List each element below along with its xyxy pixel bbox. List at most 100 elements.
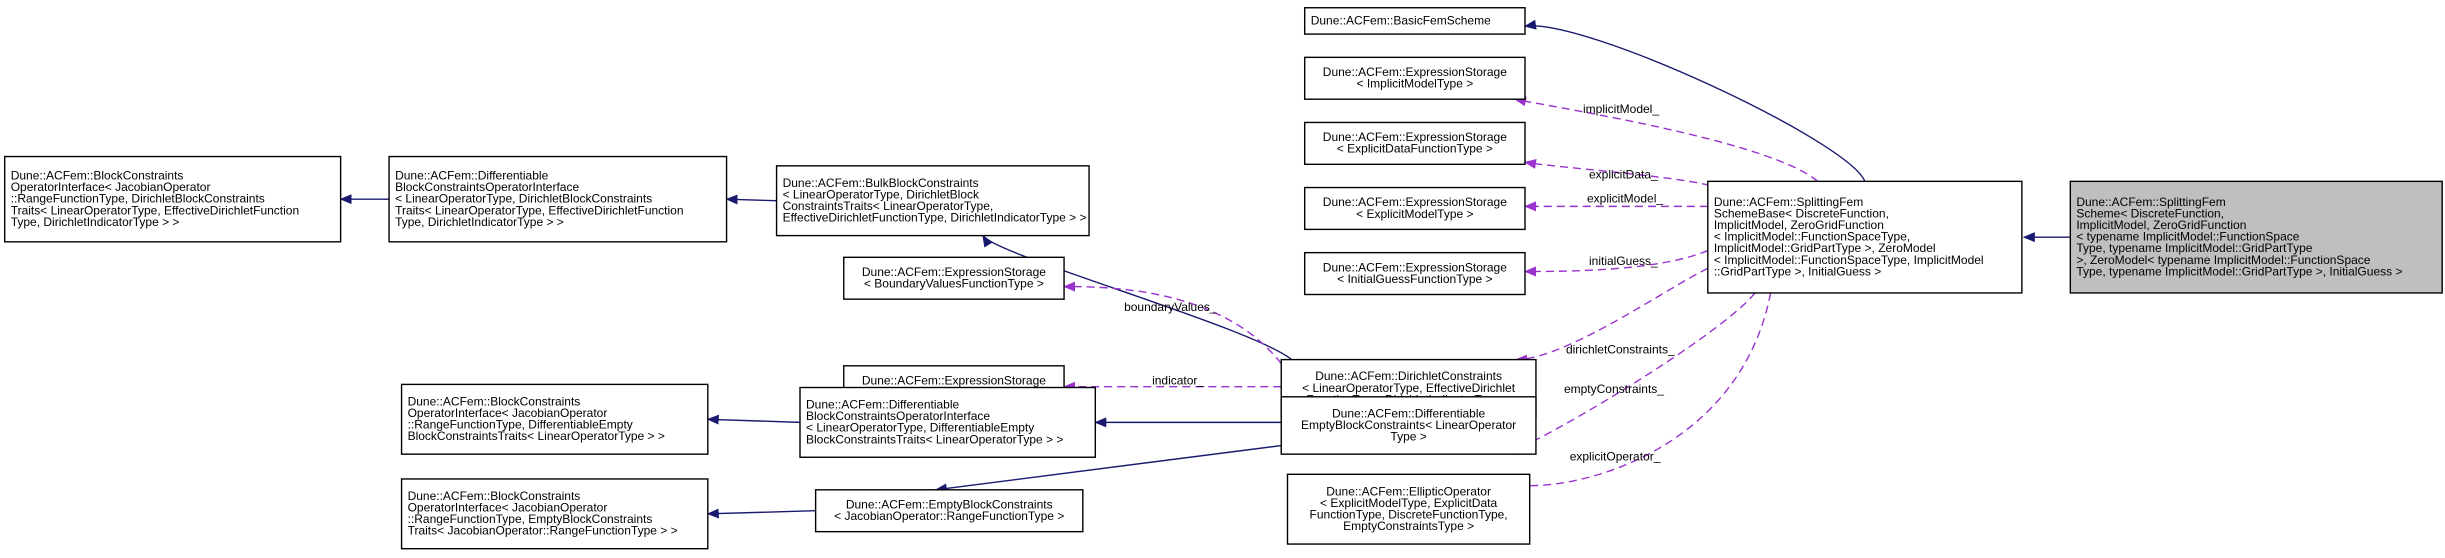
node-label-line: ImplicitModel, ZeroGridFunction bbox=[2076, 218, 2246, 232]
class-node-block-constraints-op-iface-diff-empty[interactable]: Dune::ACFem::BlockConstraintsOperatorInt… bbox=[400, 383, 709, 455]
node-label-line: Type, typename ImplicitModel::GridPartTy… bbox=[2076, 241, 2312, 255]
edge-label-initial-guess: initialGuess_ bbox=[1589, 254, 1658, 268]
class-node-expr-storage-explicit-model[interactable]: Dune::ACFem::ExpressionStorage< Explicit… bbox=[1303, 186, 1526, 231]
node-label-line: < LinearOperatorType, DirichletBlock bbox=[783, 187, 980, 201]
edge-label-indicator: indicator_ bbox=[1152, 374, 1204, 388]
node-label-line: SchemeBase< DiscreteFunction, bbox=[1714, 206, 1889, 220]
edge-inherit-bulk-to-diffiface bbox=[725, 194, 777, 205]
node-box bbox=[1707, 180, 2023, 294]
edge-label-dirichlet-constraints: dirichletConstraints_ bbox=[1566, 343, 1675, 357]
node-box bbox=[1303, 251, 1526, 296]
node-label-line: EmptyConstraintsType > bbox=[1343, 519, 1474, 533]
node-label-line: ::GridPartType >, InitialGuess > bbox=[1714, 264, 1881, 278]
class-node-diff-block-constraints-op-iface-dirichlet[interactable]: Dune::ACFem::DifferentiableBlockConstrai… bbox=[388, 155, 728, 243]
edge-usage-dirichlet-constraints bbox=[1514, 267, 1709, 365]
node-label-line: OperatorInterface< JacobianOperator bbox=[11, 180, 211, 194]
edge-label-implicit-model: implicitModel_ bbox=[1583, 102, 1659, 116]
class-node-block-constraints-op-iface-dirichlet[interactable]: Dune::ACFem::BlockConstraintsOperatorInt… bbox=[3, 155, 342, 243]
edge-inherit-diffempty-to-emptyblock bbox=[934, 444, 1282, 494]
edge-label-explicit-operator: explicitOperator_ bbox=[1570, 449, 1661, 463]
node-box bbox=[1303, 56, 1526, 100]
node-label-line: Dune::ACFem::EmptyBlockConstraints bbox=[846, 497, 1053, 511]
node-label-line: Type, DirichletIndicatorType > > bbox=[11, 215, 180, 229]
class-node-empty-block-constraints[interactable]: Dune::ACFem::EmptyBlockConstraints< Jaco… bbox=[814, 489, 1084, 533]
node-box bbox=[1280, 396, 1537, 455]
node-box bbox=[3, 155, 342, 243]
class-node-expr-storage-implicit-model[interactable]: Dune::ACFem::ExpressionStorage< Implicit… bbox=[1303, 56, 1526, 100]
node-label-line: ImplicitModel::GridPartType >, ZeroModel bbox=[1714, 241, 1936, 255]
node-label-line: EmptyBlockConstraints< LinearOperator bbox=[1301, 418, 1516, 432]
edge-inherit-emptyblock-to-iface bbox=[706, 508, 816, 519]
node-box bbox=[400, 478, 709, 550]
node-label-line: < ImplicitModel::FunctionSpaceType, Impl… bbox=[1714, 253, 1984, 267]
node-label-line: Dune::ACFem::Differentiable bbox=[806, 397, 960, 411]
node-label-line: Dune::ACFem::ExpressionStorage bbox=[862, 373, 1046, 387]
node-label-line: < BoundaryValuesFunctionType > bbox=[864, 277, 1044, 291]
node-label-line: Dune::ACFem::ExpressionStorage bbox=[1323, 195, 1507, 209]
node-label-line: Dune::ACFem::ExpressionStorage bbox=[1323, 260, 1507, 274]
node-box bbox=[388, 155, 728, 243]
node-box bbox=[2069, 180, 2443, 294]
edge-inherit-diffiface-empty-to-iface bbox=[706, 414, 801, 425]
node-label-line: OperatorInterface< JacobianOperator bbox=[408, 501, 608, 515]
node-label-line: Dune::ACFem::BasicFemScheme bbox=[1311, 13, 1491, 27]
node-label-line: ::RangeFunctionType, EmptyBlockConstrain… bbox=[408, 512, 653, 526]
node-label-line: OperatorInterface< JacobianOperator bbox=[408, 406, 608, 420]
node-label-line: < LinearOperatorType, EffectiveDirichlet bbox=[1302, 381, 1516, 395]
node-label-line: Scheme< DiscreteFunction, bbox=[2076, 206, 2224, 220]
node-label-line: < JacobianOperator::RangeFunctionType > bbox=[834, 509, 1064, 523]
edge-label-explicit-model: explicitModel_ bbox=[1587, 191, 1663, 205]
node-label-line: Dune::ACFem::Differentiable bbox=[1332, 406, 1486, 420]
node-label-line: BlockConstraintsOperatorInterface bbox=[395, 180, 579, 194]
node-label-line: BlockConstraintsTraits< LinearOperatorTy… bbox=[806, 432, 1063, 446]
node-label-line: Dune::ACFem::ExpressionStorage bbox=[862, 265, 1046, 279]
node-label-line: Dune::ACFem::BlockConstraints bbox=[11, 168, 184, 182]
node-label-line: < LinearOperatorType, DifferentiableEmpt… bbox=[806, 421, 1034, 435]
node-label-line: < ExplicitModelType, ExplicitData bbox=[1320, 496, 1497, 510]
node-label-line: < InitialGuessFunctionType > bbox=[1337, 272, 1492, 286]
node-label-line: EffectiveDirichletFunctionType, Dirichle… bbox=[783, 211, 1087, 225]
class-node-diff-empty-block-constraints[interactable]: Dune::ACFem::DifferentiableEmptyBlockCon… bbox=[1280, 396, 1537, 455]
edge-usage-implicit-model bbox=[1514, 96, 1819, 182]
edge-inherit-dirichlet-to-bulk bbox=[982, 234, 1295, 363]
node-label-line: Traits< LinearOperatorType, EffectiveDir… bbox=[11, 203, 299, 217]
node-label-line: BlockConstraintsTraits< LinearOperatorTy… bbox=[408, 429, 665, 443]
edge-label-empty-constraints: emptyConstraints_ bbox=[1564, 382, 1664, 396]
class-node-expr-storage-initial-guess[interactable]: Dune::ACFem::ExpressionStorage< InitialG… bbox=[1303, 251, 1526, 296]
node-label-line: Dune::ACFem::EllipticOperator bbox=[1326, 484, 1491, 498]
node-label-line: ::RangeFunctionType, DirichletBlockConst… bbox=[11, 192, 265, 206]
edge-usage-explicit-data bbox=[1524, 158, 1710, 187]
node-label-line: < ExplicitDataFunctionType > bbox=[1337, 142, 1493, 156]
node-label-line: Type, DirichletIndicatorType > > bbox=[395, 215, 564, 229]
class-node-expr-storage-explicit-data[interactable]: Dune::ACFem::ExpressionStorage< Explicit… bbox=[1303, 121, 1526, 165]
node-label-line: Dune::ACFem::SplittingFem bbox=[1714, 195, 1863, 209]
class-node-elliptic-operator[interactable]: Dune::ACFem::EllipticOperator< ExplicitM… bbox=[1286, 473, 1531, 545]
edge-label-explicit-data: explicitData_ bbox=[1589, 167, 1658, 181]
node-box bbox=[775, 165, 1090, 237]
node-label-line: FunctionType, DiscreteFunctionType, bbox=[1310, 507, 1508, 521]
class-node-expr-storage-boundary-values[interactable]: Dune::ACFem::ExpressionStorage< Boundary… bbox=[843, 256, 1065, 300]
node-label-line: Dune::ACFem::BulkBlockConstraints bbox=[783, 176, 979, 190]
node-label-line: BlockConstraintsOperatorInterface bbox=[806, 409, 990, 423]
class-node-diff-block-constraints-op-iface-empty[interactable]: Dune::ACFem::DifferentiableBlockConstrai… bbox=[799, 386, 1097, 458]
node-label-line: < ImplicitModelType > bbox=[1356, 77, 1473, 91]
class-node-block-constraints-op-iface-empty[interactable]: Dune::ACFem::BlockConstraintsOperatorInt… bbox=[400, 478, 709, 550]
node-label-line: Type, typename ImplicitModel::GridPartTy… bbox=[2076, 264, 2402, 278]
node-label-line: Dune::ACFem::ExpressionStorage bbox=[1323, 130, 1507, 144]
node-label-line: Traits< LinearOperatorType, EffectiveDir… bbox=[395, 203, 683, 217]
node-label-line: ConstraintsTraits< LinearOperatorType, bbox=[783, 199, 994, 213]
node-label-line: < LinearOperatorType, DirichletBlockCons… bbox=[395, 192, 652, 206]
edge-usage-empty-constraints bbox=[1505, 292, 1756, 455]
node-box bbox=[1303, 7, 1526, 35]
node-box bbox=[799, 386, 1097, 458]
class-node-bulk-block-constraints[interactable]: Dune::ACFem::BulkBlockConstraints< Linea… bbox=[775, 165, 1090, 237]
node-box bbox=[814, 489, 1084, 533]
node-box bbox=[400, 383, 709, 455]
node-label-line: < ExplicitModelType > bbox=[1356, 207, 1473, 221]
edge-label-boundary-values: boundaryValues_ bbox=[1124, 300, 1217, 314]
class-node-basic-fem-scheme[interactable]: Dune::ACFem::BasicFemScheme bbox=[1303, 7, 1526, 35]
node-box bbox=[1286, 473, 1531, 545]
